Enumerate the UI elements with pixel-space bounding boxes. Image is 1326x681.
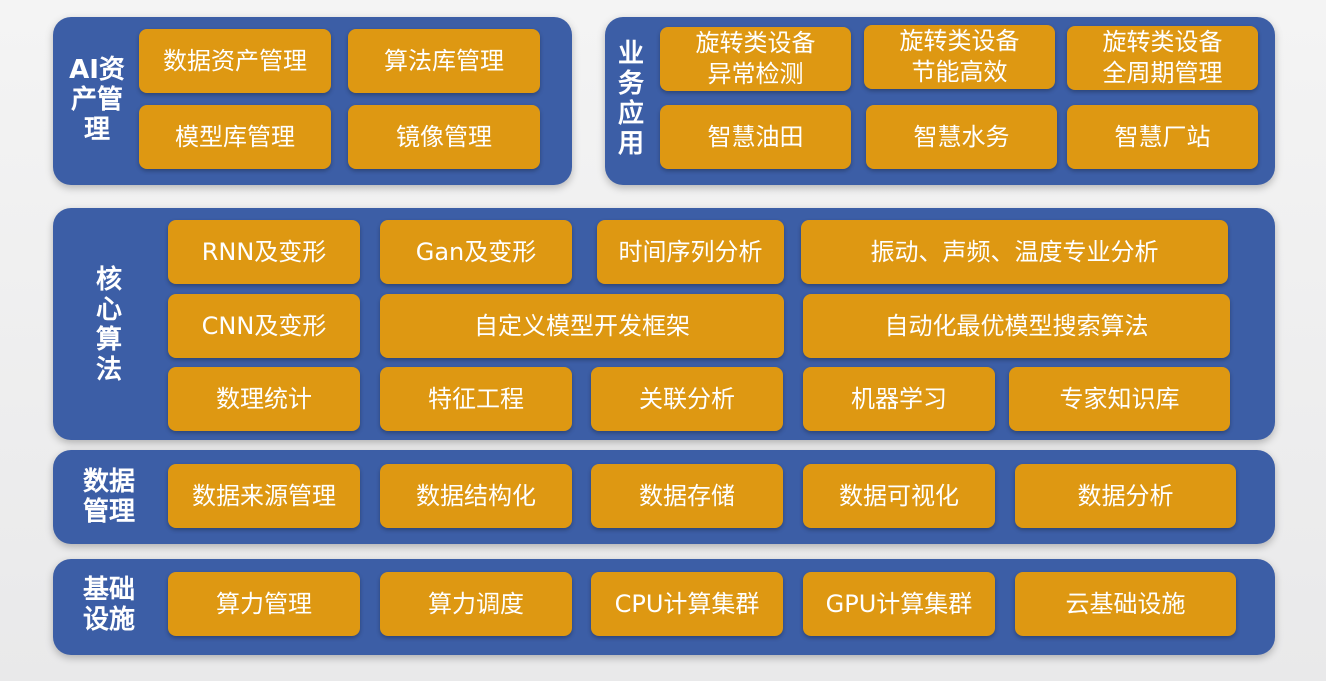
module-data-storage[interactable]: 数据存储 [591, 464, 783, 528]
module-label: Gan及变形 [415, 238, 537, 266]
module-label: 机器学习 [851, 385, 947, 413]
module-label: 自动化最优模型搜索算法 [884, 312, 1149, 340]
business-app-title: 业务应用 [617, 39, 644, 159]
module-label: 智慧厂站 [1114, 123, 1211, 151]
module-cloud-infra[interactable]: 云基础设施 [1015, 572, 1236, 636]
core-algorithm-panel: 核心算法 RNN及变形 Gan及变形 时间序列分析 振动、声频、温度专业分析 C… [53, 208, 1275, 440]
module-label: 数据可视化 [839, 482, 959, 510]
module-label: 振动、声频、温度专业分析 [870, 238, 1159, 266]
module-rotating-lifecycle-mgmt[interactable]: 旋转类设备 全周期管理 [1067, 26, 1258, 90]
module-label: 模型库管理 [175, 123, 295, 151]
module-smart-oilfield[interactable]: 智慧油田 [660, 105, 851, 169]
module-label: 云基础设施 [1065, 590, 1186, 618]
module-label: 算法库管理 [384, 47, 504, 75]
module-label: 算力管理 [216, 590, 312, 618]
module-gpu-cluster[interactable]: GPU计算集群 [803, 572, 995, 636]
ai-asset-panel: AI资产管理 数据资产管理 算法库管理 模型库管理 镜像管理 [53, 17, 572, 185]
module-vibration-audio-temp[interactable]: 振动、声频、温度专业分析 [801, 220, 1228, 284]
business-app-panel: 业务应用 旋转类设备 异常检测 旋转类设备 节能高效 旋转类设备 全周期管理 智… [605, 17, 1275, 185]
module-label: 特征工程 [428, 385, 524, 413]
module-smart-water[interactable]: 智慧水务 [866, 105, 1057, 169]
module-data-structuring[interactable]: 数据结构化 [380, 464, 572, 528]
infra-title: 基础设施 [82, 575, 135, 635]
module-feature-engineering[interactable]: 特征工程 [380, 367, 572, 431]
module-data-asset-mgmt[interactable]: 数据资产管理 [139, 29, 331, 93]
module-label: 镜像管理 [396, 123, 492, 151]
module-label: 时间序列分析 [618, 238, 763, 266]
module-label-line2: 全周期管理 [1102, 59, 1223, 87]
module-label: 智慧水务 [913, 123, 1010, 151]
module-statistics[interactable]: 数理统计 [168, 367, 360, 431]
module-algorithm-library-mgmt[interactable]: 算法库管理 [348, 29, 540, 93]
module-compute-scheduling[interactable]: 算力调度 [380, 572, 572, 636]
module-label-line2: 节能高效 [911, 58, 1008, 86]
module-data-source-mgmt[interactable]: 数据来源管理 [168, 464, 360, 528]
module-label: 数据结构化 [416, 482, 536, 510]
module-label-line1: 旋转类设备 [1102, 28, 1223, 56]
module-automl-search[interactable]: 自动化最优模型搜索算法 [803, 294, 1230, 358]
module-data-analysis[interactable]: 数据分析 [1015, 464, 1236, 528]
module-cnn[interactable]: CNN及变形 [168, 294, 360, 358]
module-machine-learning[interactable]: 机器学习 [803, 367, 995, 431]
module-cpu-cluster[interactable]: CPU计算集群 [591, 572, 783, 636]
module-rotating-energy-efficiency[interactable]: 旋转类设备 节能高效 [864, 25, 1055, 89]
module-rotating-anomaly-detection[interactable]: 旋转类设备 异常检测 [660, 27, 851, 91]
module-custom-model-framework[interactable]: 自定义模型开发框架 [380, 294, 784, 358]
module-label: 数据存储 [639, 482, 735, 510]
data-mgmt-panel: 数据管理 数据来源管理 数据结构化 数据存储 数据可视化 数据分析 [53, 450, 1275, 544]
module-label-line1: 旋转类设备 [695, 29, 816, 57]
module-label: 数据分析 [1077, 482, 1174, 510]
module-compute-mgmt[interactable]: 算力管理 [168, 572, 360, 636]
module-label-line2: 异常检测 [707, 60, 804, 88]
infra-panel: 基础设施 算力管理 算力调度 CPU计算集群 GPU计算集群 云基础设施 [53, 559, 1275, 655]
module-model-library-mgmt[interactable]: 模型库管理 [139, 105, 331, 169]
module-label: 专家知识库 [1059, 385, 1180, 413]
module-time-series[interactable]: 时间序列分析 [597, 220, 784, 284]
module-label: 智慧油田 [707, 123, 804, 151]
module-correlation-analysis[interactable]: 关联分析 [591, 367, 783, 431]
module-rnn[interactable]: RNN及变形 [168, 220, 360, 284]
module-label: GPU计算集群 [825, 590, 973, 618]
ai-asset-title: AI资产管理 [69, 55, 125, 145]
module-label: CPU计算集群 [614, 590, 760, 618]
module-label-line1: 旋转类设备 [899, 27, 1020, 55]
module-label: 自定义模型开发框架 [474, 312, 690, 340]
core-algorithm-title: 核心算法 [95, 265, 122, 385]
module-label: 算力调度 [428, 590, 524, 618]
module-expert-knowledge[interactable]: 专家知识库 [1009, 367, 1230, 431]
module-label: 数据资产管理 [163, 47, 307, 75]
module-label: 数理统计 [216, 385, 312, 413]
module-label: CNN及变形 [201, 312, 327, 340]
module-label: RNN及变形 [201, 238, 327, 266]
module-image-mgmt[interactable]: 镜像管理 [348, 105, 540, 169]
module-smart-plant[interactable]: 智慧厂站 [1067, 105, 1258, 169]
module-label: 关联分析 [639, 385, 735, 413]
module-label: 数据来源管理 [192, 482, 336, 510]
module-data-visualization[interactable]: 数据可视化 [803, 464, 995, 528]
data-mgmt-title: 数据管理 [82, 467, 135, 527]
module-gan[interactable]: Gan及变形 [380, 220, 572, 284]
